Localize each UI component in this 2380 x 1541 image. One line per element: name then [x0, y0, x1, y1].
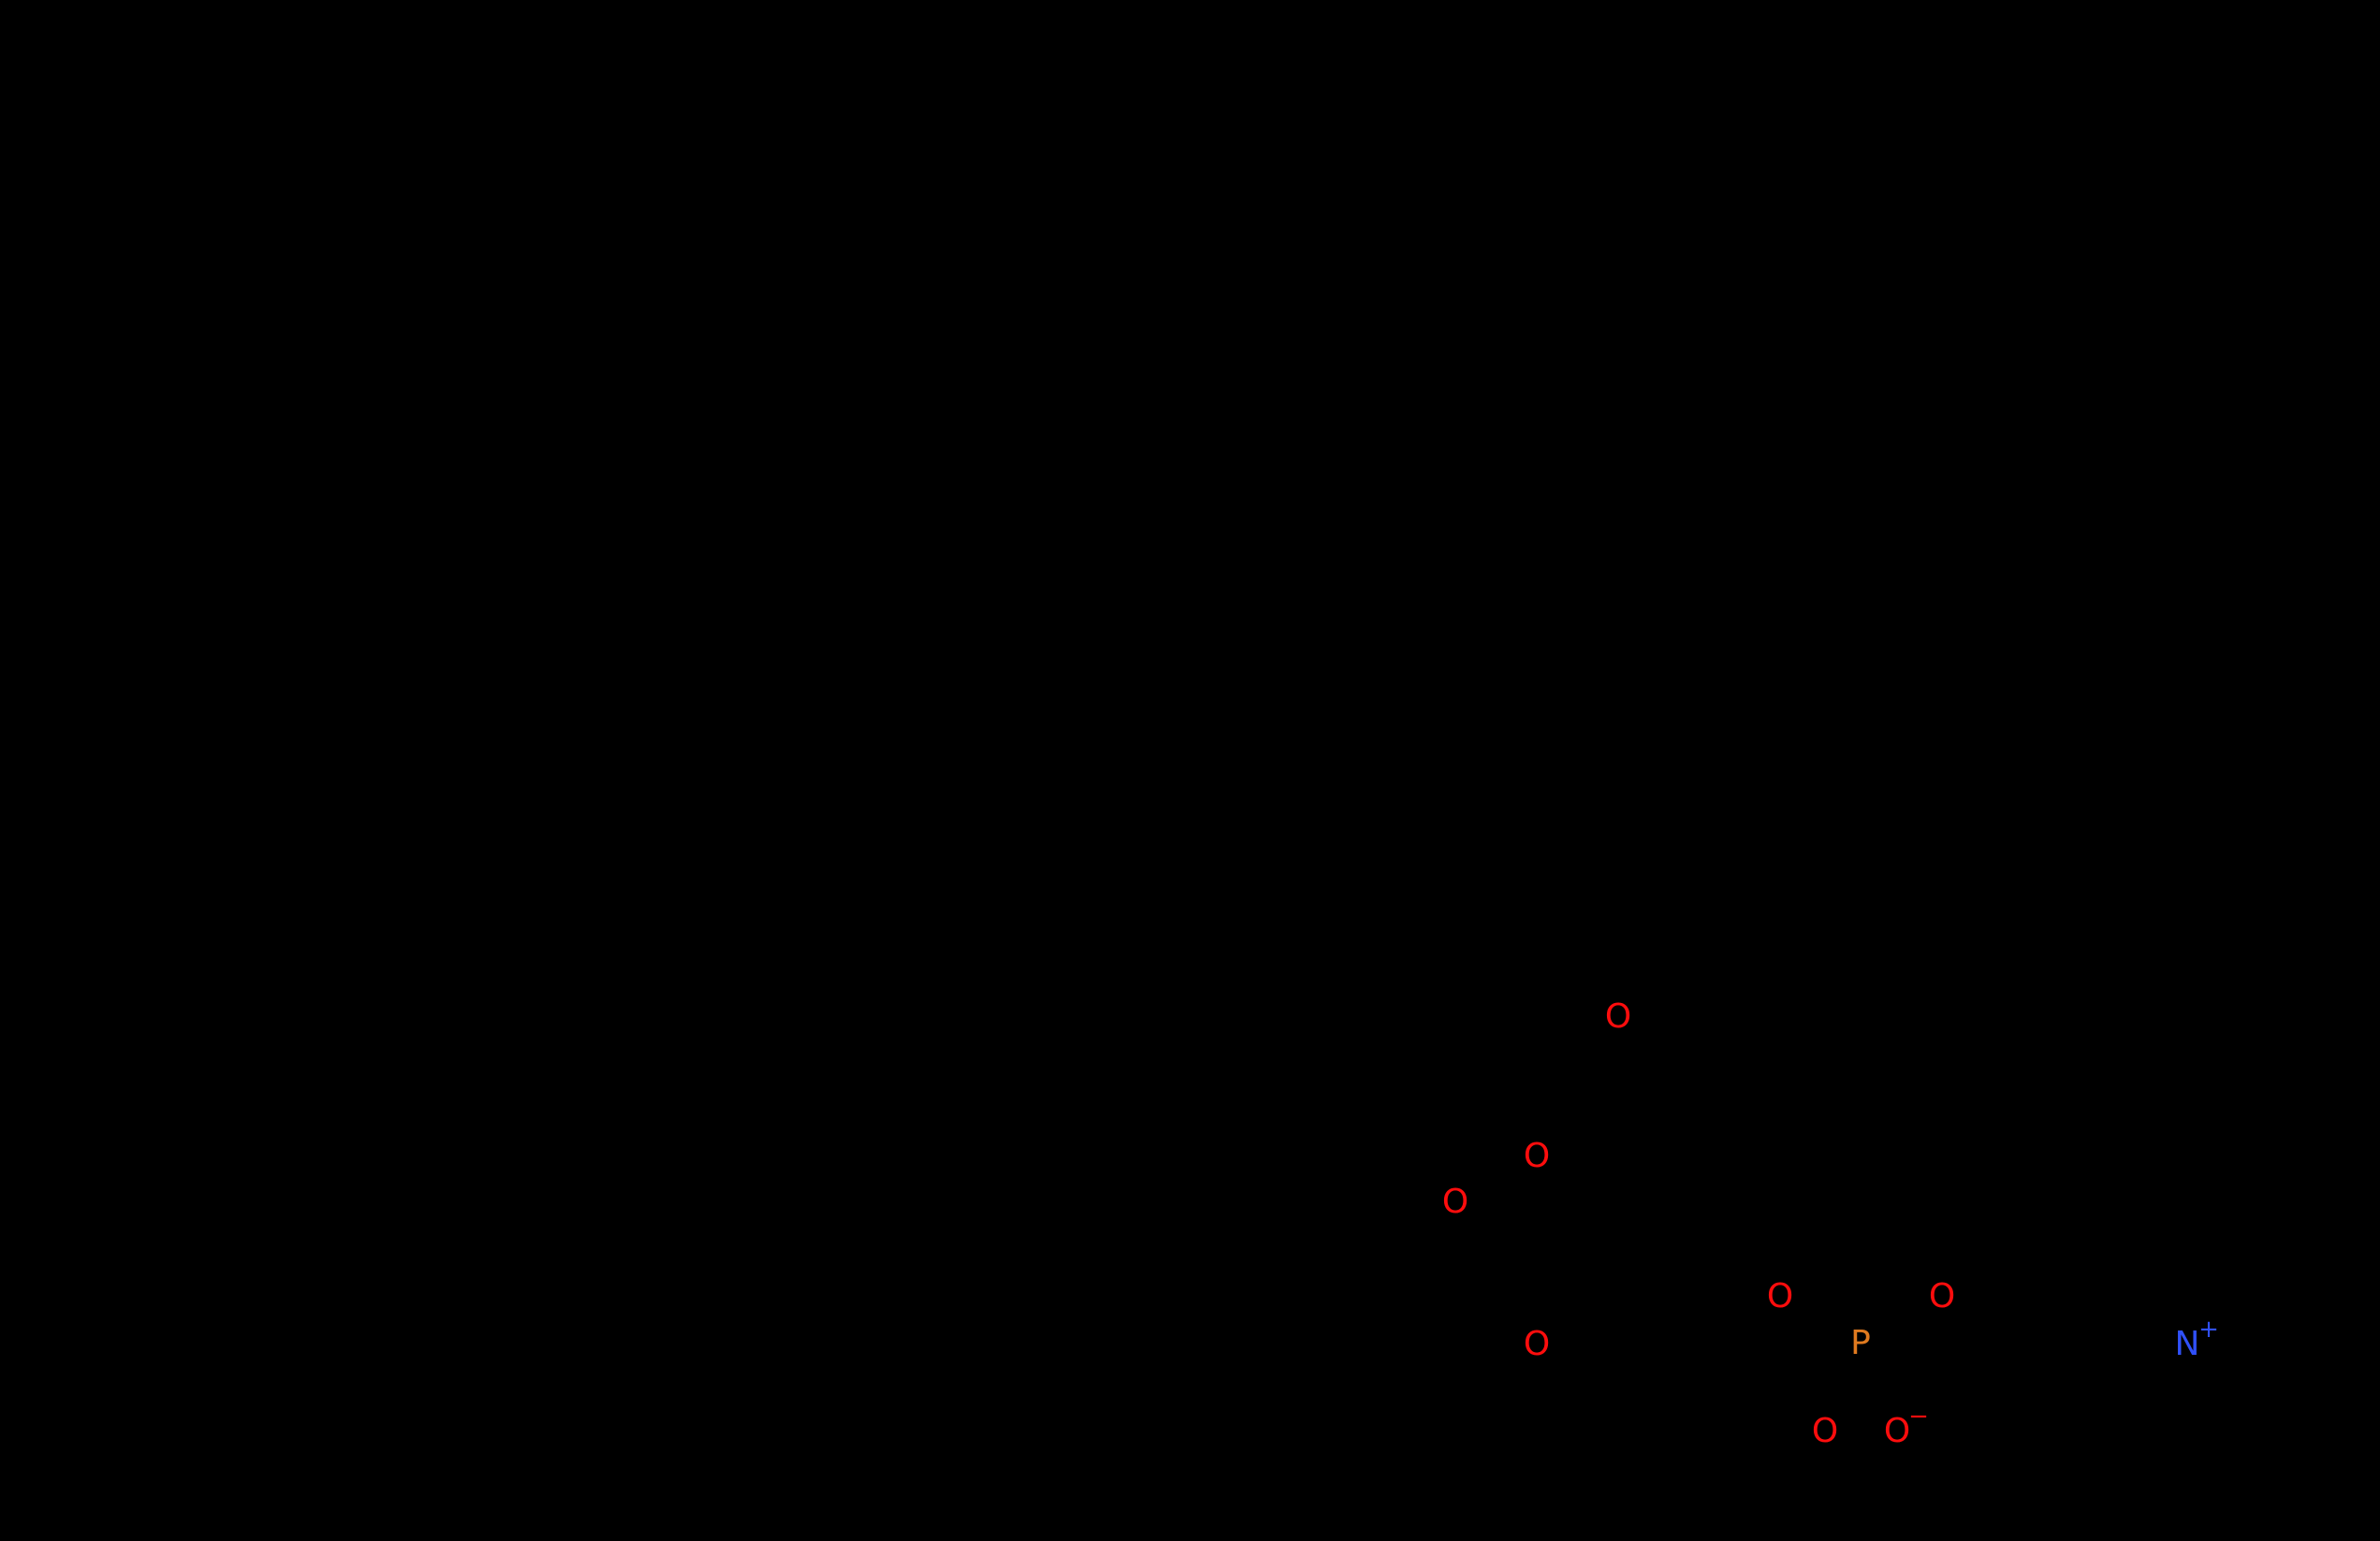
atom-n-label: N [2174, 1325, 2200, 1363]
atom-p-label: P [1850, 1324, 1871, 1362]
atom-o-label: O [1811, 1412, 1839, 1450]
atom-o-label: O [1523, 1325, 1551, 1363]
atom-o-label: O [1441, 1183, 1469, 1221]
atom-o-label: O [1766, 1277, 1794, 1316]
atom-o-label: O [1523, 1137, 1551, 1175]
atom-o-label: O [1883, 1412, 1911, 1450]
positive-charge-icon: + [2198, 1316, 2219, 1344]
atom-o-label: O [1928, 1277, 1956, 1316]
atom-o-label: O [1604, 997, 1632, 1036]
negative-charge-icon: − [1908, 1403, 1929, 1431]
